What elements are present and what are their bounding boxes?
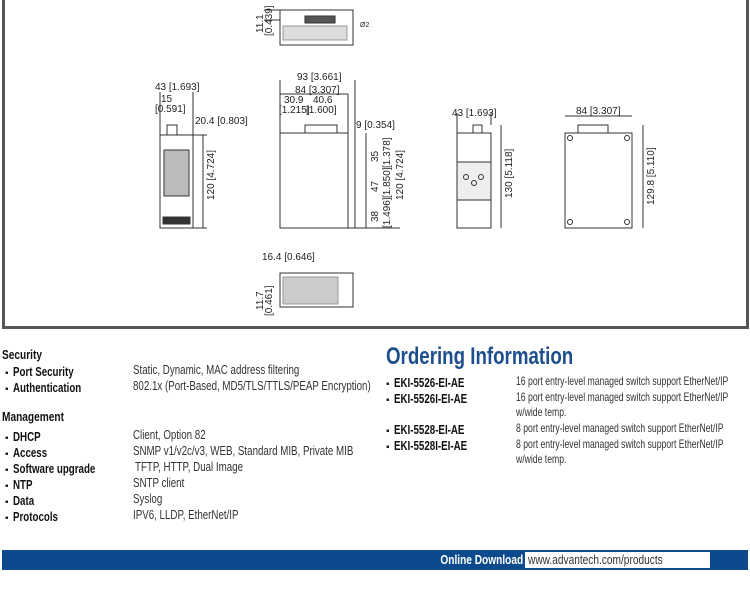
side-a-in: [1.215]: [279, 105, 310, 116]
management-value: SNTP client: [133, 476, 185, 490]
online-download-label: Online Download: [440, 552, 523, 567]
rear-width: 43 [1.693]: [452, 108, 497, 119]
security-value: Static, Dynamic, MAC address filtering: [133, 363, 300, 377]
top-dim-in: [0.439]: [264, 5, 275, 36]
side2-height: 129.8 [5.110]: [646, 147, 657, 205]
ordering-model: ▪ EKI-5528-EI-AE: [386, 423, 465, 437]
side-d3-in: [1.496]: [382, 197, 393, 228]
front-conn-h: 20.4 [0.803]: [195, 116, 248, 127]
security-heading: Security: [2, 347, 43, 362]
side-d3: 38: [370, 210, 381, 222]
rear-height: 130 [5.118]: [504, 148, 515, 198]
side-b-in: [1.600]: [306, 105, 337, 116]
ordering-desc: 16 port entry-level managed switch suppo…: [516, 374, 729, 388]
management-item: ▪ Software upgrade: [5, 462, 96, 476]
management-value: SNMP v1/v2c/v3, WEB, Standard MIB, Priva…: [133, 444, 354, 458]
download-url-link[interactable]: www.advantech.com/products: [525, 552, 710, 568]
side-b: 40.6: [313, 95, 333, 106]
top-dim: 11.1: [255, 14, 266, 33]
management-item: ▪ Protocols: [5, 510, 58, 524]
bottom-h: 11.7: [255, 291, 266, 310]
side-a: 30.9: [284, 95, 304, 106]
management-value: IPV6, LLDP, EtherNet/IP: [133, 508, 239, 522]
ordering-desc: 8 port entry-level managed switch suppor…: [516, 421, 724, 435]
bottom-h-in: [0.461]: [264, 285, 275, 316]
dimension-drawings: 11.1 [0.439] Ø2 43 [1.693] 15 [0.591] 20…: [155, 5, 657, 316]
footer-bar: Online Download www.advantech.com/produc…: [2, 550, 748, 570]
bottom-view-drawing: 16.4 [0.646] 11.7 [0.461]: [255, 252, 354, 316]
security-item: ▪ Port Security: [5, 365, 74, 379]
side2-width: 84 [3.307]: [576, 106, 621, 117]
side2-view-drawing: 84 [3.307] 129.8 [5.110]: [564, 106, 657, 229]
ordering-model: ▪ EKI-5528I-EI-AE: [386, 439, 468, 453]
security-item: ▪ Authentication: [5, 381, 82, 395]
side-d2: 47: [370, 180, 381, 192]
management-heading: Management: [2, 409, 64, 424]
side-height: 120 [4.724]: [395, 150, 406, 200]
management-item: ▪ NTP: [5, 478, 33, 492]
front-view-drawing: 43 [1.693] 15 [0.591] 20.4 [0.803] 120 […: [155, 82, 248, 229]
side-d1: 35: [370, 150, 381, 162]
top-hole: Ø2: [360, 22, 369, 29]
management-value: Client, Option 82: [133, 428, 206, 442]
ordering-heading: Ordering Information: [386, 343, 574, 370]
top-view-drawing: 11.1 [0.439] Ø2: [255, 5, 369, 46]
management-item: ▪ DHCP: [5, 430, 41, 444]
front-conn: 15: [161, 94, 173, 105]
bottom-width: 16.4 [0.646]: [262, 252, 315, 263]
management-value: TFTP, HTTP, Dual Image: [135, 460, 244, 474]
side-d2-in: [1.850]: [382, 167, 393, 198]
management-value: Syslog: [133, 492, 163, 506]
ordering-desc: 8 port entry-level managed switch suppor…: [516, 437, 724, 451]
management-item: ▪ Access: [5, 446, 48, 460]
side-top: 9 [0.354]: [356, 120, 395, 131]
side-body: 84 [3.307]: [295, 85, 340, 96]
management-item: ▪ Data: [5, 494, 35, 508]
side-d1-in: [1.378]: [382, 137, 393, 168]
ordering-desc-line2: w/wide temp.: [516, 405, 567, 419]
front-conn-in: [0.591]: [155, 104, 186, 115]
security-value: 802.1x (Port-Based, MD5/TLS/TTLS/PEAP En…: [133, 379, 371, 393]
ordering-model: ▪ EKI-5526I-EI-AE: [386, 392, 468, 406]
front-height: 120 [4.724]: [206, 150, 217, 200]
rear-view-drawing: 43 [1.693] 130 [5.118]: [452, 108, 515, 229]
ordering-desc: 16 port entry-level managed switch suppo…: [516, 390, 729, 404]
ordering-desc-line2: w/wide temp.: [516, 452, 567, 466]
front-width: 43 [1.693]: [155, 82, 200, 93]
side-width: 93 [3.661]: [297, 72, 342, 83]
side-view-drawing: 93 [3.661] 84 [3.307] 30.9 40.6 [1.215] …: [279, 72, 406, 229]
ordering-model: ▪ EKI-5526-EI-AE: [386, 376, 465, 390]
dimension-drawing-frame: [2, 0, 749, 329]
